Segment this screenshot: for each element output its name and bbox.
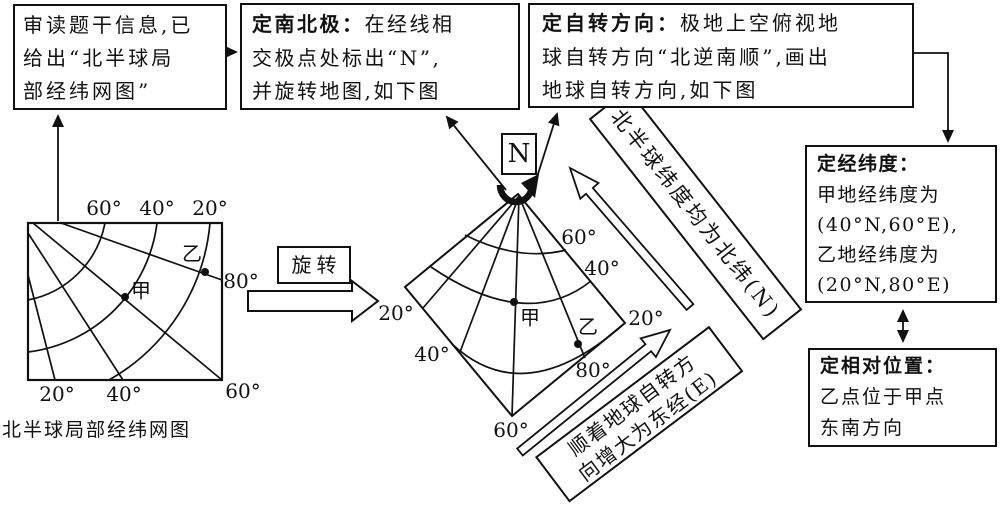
rot-lat-label-20: 20°: [628, 306, 664, 330]
box5-title: 定相对位置：: [820, 356, 947, 377]
north-pole-label-box: N: [501, 133, 537, 175]
parallel-40N: [27, 222, 158, 353]
rotated-point-jia-dot: [510, 298, 518, 306]
box2-title: 定南北极：: [252, 14, 365, 36]
north-direction-hollow-arrow: [568, 166, 695, 312]
left-bottom-label-20: 20°: [39, 382, 75, 406]
rotated-parallel-60N: [464, 234, 567, 255]
box2-line2: 交极点处标出“N”,: [252, 46, 442, 70]
rotated-grid-map: [403, 192, 627, 418]
box4-title: 定经纬度：: [817, 154, 920, 175]
parallel-60N: [27, 222, 106, 301]
rot-point-jia-label: 甲: [520, 305, 540, 330]
rotated-meridian-60E: [511, 195, 520, 417]
left-top-label-20: 20°: [192, 196, 228, 220]
flow-box-read-question: 审读题干信息,已 给出“北半球局 部经纬网图”: [13, 4, 227, 110]
rotated-parallel-40N: [430, 266, 592, 305]
rotated-point-yi-dot: [574, 340, 582, 348]
left-bottom-label-60: 60°: [225, 379, 261, 403]
box5-line1: 乙点位于甲点: [820, 386, 947, 408]
box4-line4: (20°N,80°E): [817, 274, 951, 296]
rot-lon-label-40: 40°: [414, 342, 450, 366]
meridian-40E: [27, 232, 124, 381]
flow-box-rotation-direction: 定自转方向：极地上空俯视地 球自转方向“北逆南顺”,画出 地球自转方向,如下图: [528, 3, 914, 108]
rot-lon-label-20: 20°: [378, 301, 414, 325]
meridian-60E: [32, 222, 223, 381]
rotated-meridian-80E: [518, 195, 586, 359]
meridian-80E: [60, 222, 223, 281]
left-point-yi-label: 乙: [182, 241, 202, 266]
rotate-hollow-arrow: [247, 278, 380, 324]
box1-line1: 审读题干信息,已: [23, 13, 194, 37]
rot-lat-label-40: 40°: [584, 256, 620, 280]
box4-line1: 甲地经纬度为: [817, 184, 941, 206]
meridian-20E: [27, 274, 56, 381]
left-map-border: [26, 221, 224, 382]
flow-box-locate-poles: 定南北极：在经线相 交极点处标出“N”, 并旋转地图,如下图: [240, 3, 520, 110]
rot-lon-label-60: 60°: [493, 418, 529, 442]
left-map-caption: 北半球局部经纬网图: [2, 419, 192, 441]
rotated-parallel-20N: [451, 322, 626, 375]
left-top-label-60: 60°: [86, 196, 122, 220]
rot-point-yi-label: 乙: [578, 314, 598, 339]
rotated-meridian-20E: [422, 195, 520, 309]
left-top-label-40: 40°: [139, 196, 175, 220]
box4-line2: (40°N,60°E),: [817, 214, 959, 236]
left-point-jia-label: 甲: [131, 278, 151, 303]
parallel-20N: [108, 222, 211, 381]
box3-title: 定自转方向：: [542, 13, 680, 35]
box3-line3: 地球自转方向,如下图: [542, 78, 759, 102]
box1-line3: 部经纬网图”: [23, 79, 152, 103]
box2-line1-rest: 在经线相: [364, 12, 455, 36]
arrow-map-to-box2: [445, 115, 507, 191]
arrow-box3-to-box4: [913, 52, 954, 143]
box3-line1-rest: 极地上空俯视地: [680, 11, 841, 35]
north-pole-label: N: [507, 139, 531, 169]
point-jia-dot: [121, 293, 129, 301]
rotated-meridian-40E: [459, 195, 520, 353]
box3-line2: 球自转方向“北逆南顺”,画出: [542, 45, 831, 69]
box4-line3: 乙地经纬度为: [817, 244, 941, 266]
rotation-hook-arrowhead: [521, 174, 539, 198]
left-right-label-80: 80°: [223, 269, 259, 293]
east-direction-hollow-arrow: [515, 328, 672, 457]
point-yi-dot: [201, 268, 209, 276]
rotation-direction-hook: [496, 174, 539, 206]
flow-box-coordinates: 定经纬度： 甲地经纬度为 (40°N,60°E), 乙地经纬度为 (20°N,8…: [805, 145, 997, 303]
box5-line2: 东南方向: [820, 417, 905, 439]
rot-lat-label-60: 60°: [561, 225, 597, 249]
box1-line2: 给出“北半球局: [23, 46, 175, 70]
box2-line3: 并旋转地图,如下图: [252, 79, 441, 103]
arrow-map-to-box3: [530, 112, 560, 197]
rotate-label-box: 旋转: [277, 246, 351, 284]
rotate-label: 旋转: [291, 253, 342, 277]
left-bottom-label-40: 40°: [106, 382, 142, 406]
rot-lon-label-80: 80°: [575, 358, 611, 382]
left-grid-map: [26, 221, 224, 382]
flow-box-relative-position: 定相对位置： 乙点位于甲点 东南方向: [808, 348, 997, 447]
